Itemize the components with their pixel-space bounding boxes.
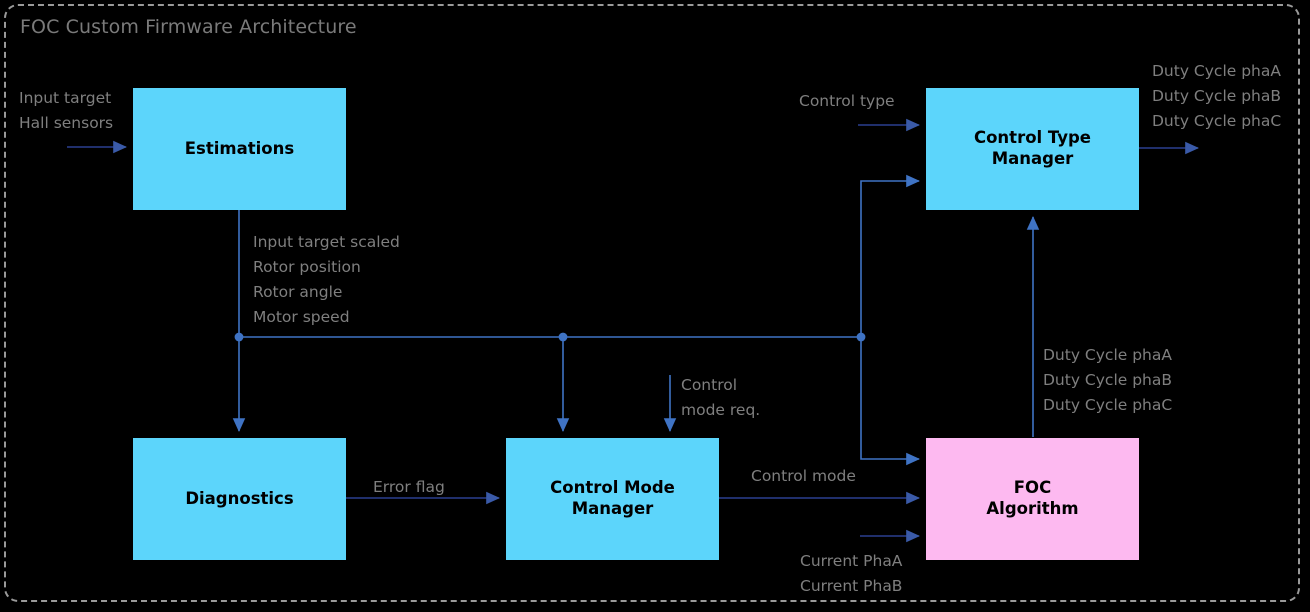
- junction-dot-right: [856, 332, 866, 342]
- wire-bus-to-control-type-manager: [860, 174, 920, 337]
- block-estimations-label: Estimations: [184, 138, 295, 158]
- label-control-type: Control type: [799, 92, 895, 110]
- block-control-mode-manager[interactable]: Control Mode Manager: [506, 438, 719, 560]
- label-control-mode: Control mode: [751, 467, 856, 485]
- block-control-mode-manager-label: Control Mode Manager: [550, 478, 675, 518]
- block-control-type-manager-label: Control Type Manager: [973, 128, 1091, 168]
- label-error-flag: Error flag: [373, 478, 445, 496]
- label-duty-cycle-fb-a: Duty Cycle phaA: [1043, 346, 1172, 364]
- junction-dot-control-mode: [558, 332, 568, 342]
- label-duty-cycle-out-a: Duty Cycle phaA: [1152, 62, 1281, 80]
- label-bus-rotor-angle: Rotor angle: [253, 283, 343, 301]
- label-duty-cycle-fb-c: Duty Cycle phaC: [1043, 396, 1173, 414]
- label-control-mode-req-line1: Control: [681, 376, 738, 394]
- label-hall-sensors: Hall sensors: [19, 114, 114, 132]
- label-bus-input-target-scaled: Input target scaled: [253, 233, 400, 251]
- block-foc-algorithm-label: FOC Algorithm: [986, 478, 1079, 518]
- block-diagnostics[interactable]: Diagnostics: [133, 438, 346, 560]
- block-diagnostics-label: Diagnostics: [185, 488, 294, 508]
- label-duty-cycle-fb-b: Duty Cycle phaB: [1043, 371, 1173, 389]
- block-control-type-manager[interactable]: Control Type Manager: [926, 88, 1139, 210]
- label-input-target: Input target: [19, 89, 112, 107]
- label-current-phaa: Current PhaA: [800, 552, 903, 570]
- label-bus-motor-speed: Motor speed: [253, 308, 350, 326]
- junction-dot-estimations: [234, 332, 244, 342]
- diagram-title: FOC Custom Firmware Architecture: [20, 16, 357, 38]
- label-duty-cycle-out-c: Duty Cycle phaC: [1152, 112, 1282, 130]
- label-duty-cycle-out-b: Duty Cycle phaB: [1152, 87, 1282, 105]
- label-control-mode-req-line2: mode req.: [681, 401, 761, 419]
- wire-bus-to-foc-algorithm: [860, 337, 920, 466]
- block-foc-algorithm[interactable]: FOC Algorithm: [926, 438, 1139, 560]
- label-current-phab: Current PhaB: [800, 577, 903, 595]
- label-bus-rotor-position: Rotor position: [253, 258, 361, 276]
- block-estimations[interactable]: Estimations: [133, 88, 346, 210]
